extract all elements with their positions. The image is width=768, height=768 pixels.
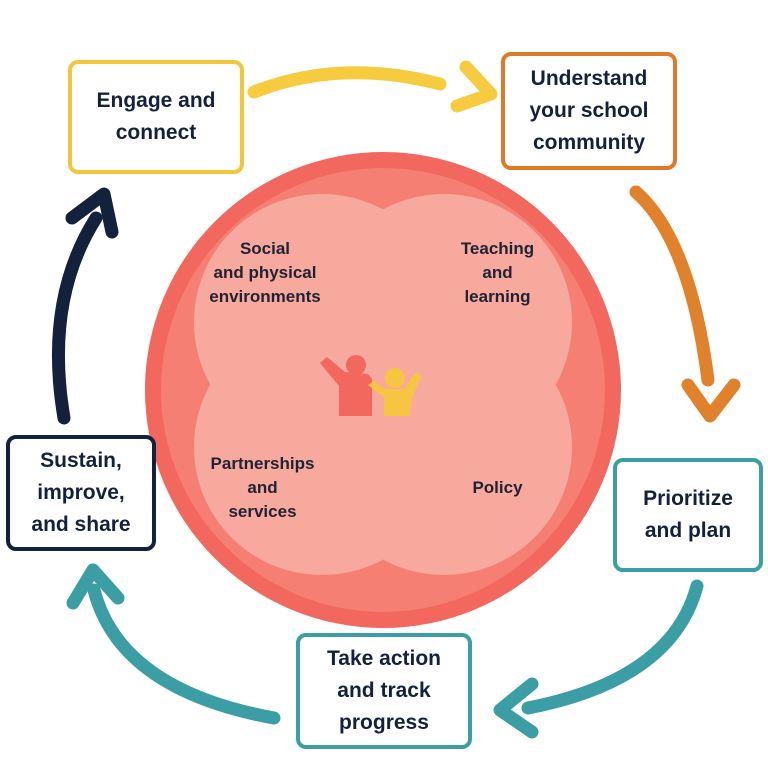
step-sustain: Sustain, improve, and share [6,435,156,551]
petal-social [194,194,450,450]
domain-label-policy: Policy [472,478,523,497]
cycle-arrow-icon [247,66,447,99]
petal-policy [316,319,572,575]
arrowhead [66,563,125,610]
arrowhead [493,677,539,739]
step-understand: Understand your school community [501,52,677,170]
arrowhead [681,378,741,423]
cycle-arrow-icon [87,583,281,725]
cycle-arrows [51,60,741,739]
cycle-arrow-icon [521,579,704,715]
petal-partnerships [194,319,450,575]
cycle-arrow-icon [629,185,715,387]
step-engage: Engage and connect [68,60,244,174]
people-icon [320,355,422,416]
step-prioritize: Prioritize and plan [613,458,763,572]
arrowhead [65,187,119,239]
step-take-action: Take action and track progress [296,633,472,749]
arrowhead [450,60,498,113]
domain-label-partnerships: Partnerships and services [210,454,315,521]
domain-label-social: Social and physical environments [209,239,321,306]
cycle-arrow-icon [51,211,103,425]
domain-label-teaching: Teaching and learning [460,239,535,306]
